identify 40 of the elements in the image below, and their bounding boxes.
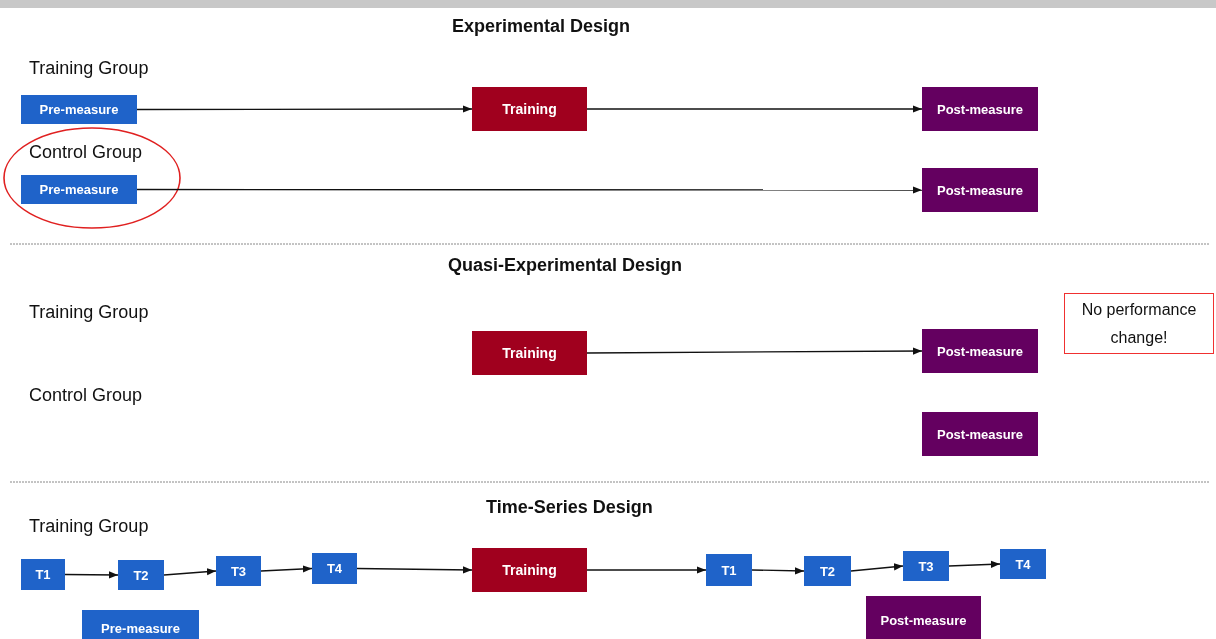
measure-box: T2 bbox=[118, 560, 164, 590]
measure-box: T3 bbox=[216, 556, 261, 586]
arrow bbox=[64, 571, 119, 579]
training-box: Training bbox=[472, 87, 587, 131]
group-label: Training Group bbox=[29, 516, 149, 537]
arrow bbox=[356, 566, 473, 574]
arrow bbox=[586, 347, 923, 355]
measure-box: Post-measure bbox=[922, 329, 1038, 373]
arrow bbox=[948, 560, 1001, 568]
section-heading: Experimental Design bbox=[452, 16, 631, 37]
group-label: Training Group bbox=[29, 302, 149, 323]
measure-box: Pre-measure bbox=[21, 175, 137, 204]
arrow bbox=[136, 186, 923, 194]
group-label: Training Group bbox=[29, 58, 149, 79]
measure-box: Pre-measure bbox=[82, 610, 199, 639]
note-box: No performance change! bbox=[1064, 293, 1214, 354]
measure-box: T2 bbox=[804, 556, 851, 586]
arrow bbox=[586, 105, 923, 113]
arrow bbox=[163, 568, 217, 576]
measure-box: T1 bbox=[706, 554, 752, 586]
group-label: Control Group bbox=[29, 385, 143, 406]
section-heading: Time-Series Design bbox=[486, 497, 653, 518]
measure-box: Post-measure bbox=[922, 87, 1038, 131]
arrow bbox=[586, 566, 707, 574]
arrow bbox=[751, 567, 805, 575]
measure-box: T1 bbox=[21, 559, 65, 590]
measure-box: T3 bbox=[903, 551, 949, 581]
measure-box: T4 bbox=[1000, 549, 1046, 579]
training-box: Training bbox=[472, 331, 587, 375]
training-box: Training bbox=[472, 548, 587, 592]
measure-box: Pre-measure bbox=[21, 95, 137, 124]
group-label: Control Group bbox=[29, 142, 143, 163]
measure-box: Post-measure bbox=[866, 596, 981, 639]
measure-box: Post-measure bbox=[922, 412, 1038, 456]
arrow bbox=[850, 563, 904, 572]
measure-box: Post-measure bbox=[922, 168, 1038, 212]
arrow bbox=[136, 105, 473, 113]
measure-box: T4 bbox=[312, 553, 357, 584]
arrow bbox=[260, 565, 313, 573]
section-heading: Quasi-Experimental Design bbox=[448, 255, 683, 276]
